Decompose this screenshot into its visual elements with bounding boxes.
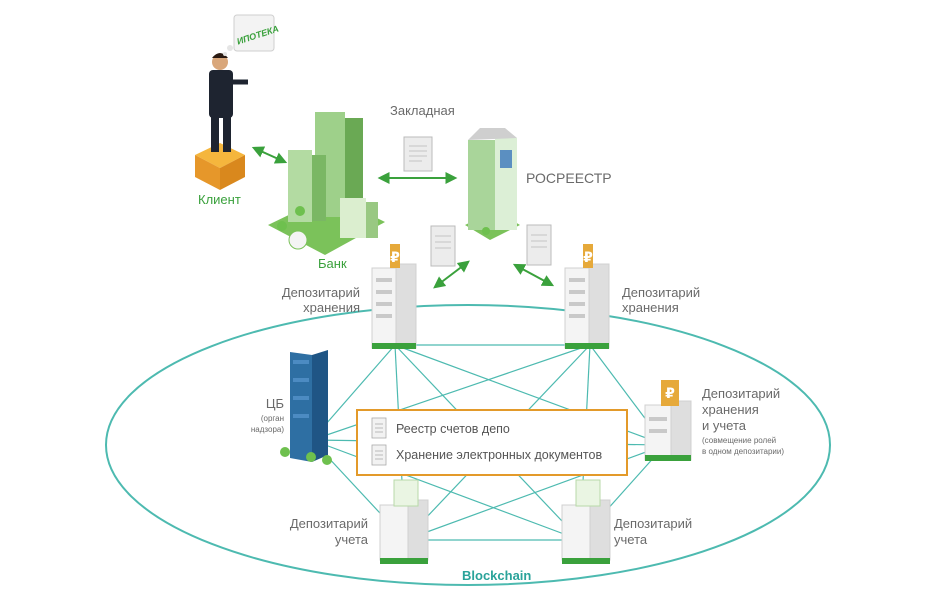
svg-text:₽: ₽: [665, 386, 675, 402]
label-client: Клиент: [198, 192, 241, 207]
label-cb: ЦБ: [265, 396, 284, 411]
registry-row-documents: Хранение электронных документов: [396, 448, 603, 462]
label-dep-acc-right-1: Депозитарий: [614, 516, 693, 531]
label-mortgage-doc: Закладная: [390, 103, 455, 118]
bank-building: [268, 112, 385, 255]
svg-text:₽: ₽: [390, 250, 400, 266]
registry-row-accounts: Реестр счетов депо: [396, 422, 510, 436]
label-dep-combined-sub-2: в одном депозитарии): [702, 447, 785, 456]
depository-storage-right-building: ₽: [564, 244, 610, 349]
label-dep-combined-3: и учета: [702, 418, 746, 433]
label-cb-sub-2: надзора): [250, 425, 284, 434]
label-dep-combined-2: хранения: [702, 402, 759, 417]
document-icon-right: [526, 224, 552, 266]
depository-storage-left-building: ₽: [371, 244, 417, 349]
document-icon-left: [430, 225, 456, 267]
label-dep-storage-right-1: Депозитарий: [622, 285, 701, 300]
document-icon-mortgage: [403, 136, 433, 172]
speech-bubble: [223, 14, 275, 56]
rosreestr-building: [465, 128, 520, 240]
label-cb-sub-1: (орган: [260, 414, 284, 423]
client-figure: [195, 53, 248, 190]
blockchain-ellipse: [105, 304, 831, 586]
label-dep-storage-left-2: хранения: [303, 300, 360, 315]
depository-combined-building: ₽: [644, 380, 692, 461]
label-dep-combined-sub-1: (совмещение ролей: [702, 436, 777, 445]
registry-box: [356, 409, 628, 476]
cb-tower: [280, 350, 332, 465]
label-dep-acc-left-1: Депозитарий: [289, 516, 368, 531]
label-bank: Банк: [318, 256, 347, 271]
label-dep-acc-right-2: учета: [614, 532, 648, 547]
label-dep-acc-left-2: учета: [334, 532, 368, 547]
svg-text:₽: ₽: [583, 250, 593, 266]
depository-accounting-right-building: [561, 479, 611, 564]
label-blockchain: Blockchain: [462, 568, 532, 583]
registry-doc-icon: [371, 417, 387, 466]
label-dep-storage-left-1: Депозитарий: [281, 285, 360, 300]
label-rosreestr: РОСРЕЕСТР: [526, 170, 612, 186]
depository-accounting-left-building: [379, 479, 429, 564]
arrows: [251, 146, 555, 289]
label-dep-storage-right-2: хранения: [622, 300, 679, 315]
label-dep-combined-1: Депозитарий: [702, 386, 781, 401]
